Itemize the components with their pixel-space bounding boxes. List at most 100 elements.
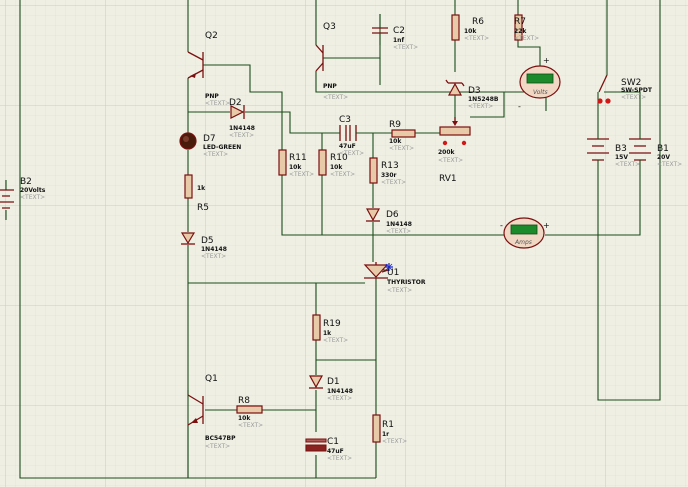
r10-value: 10k bbox=[330, 164, 343, 171]
r1-text-placeholder: <TEXT> bbox=[382, 438, 407, 445]
b3-text-placeholder: <TEXT> bbox=[615, 161, 640, 168]
r9-ref: R9 bbox=[389, 120, 401, 130]
c2-value: 1nf bbox=[393, 37, 404, 44]
r5-resistor[interactable] bbox=[184, 174, 193, 199]
c1-capacitor[interactable] bbox=[305, 438, 327, 452]
c3-text-placeholder: <TEXT> bbox=[339, 150, 364, 157]
r7-text-placeholder: <TEXT> bbox=[514, 35, 539, 42]
r1-value: 1r bbox=[382, 431, 389, 438]
q1-transistor[interactable] bbox=[187, 394, 204, 426]
r8-ref: R8 bbox=[238, 396, 250, 406]
r6-text-placeholder: <TEXT> bbox=[464, 35, 489, 42]
q2-transistor[interactable] bbox=[187, 51, 204, 79]
d7-led[interactable] bbox=[179, 132, 197, 150]
rv1-potentiometer[interactable] bbox=[439, 117, 471, 146]
r8-resistor[interactable] bbox=[236, 405, 263, 414]
q3-transistor[interactable] bbox=[315, 44, 324, 72]
b3-ref: B3 bbox=[615, 144, 627, 154]
r19-text-placeholder: <TEXT> bbox=[323, 337, 348, 344]
q3-text-placeholder: <TEXT> bbox=[323, 94, 348, 101]
voltmeter-plus-sign: + bbox=[543, 56, 550, 65]
r11-text-placeholder: <TEXT> bbox=[289, 171, 314, 178]
component-labels: Q2 PNP <TEXT> Q3 PNP <TEXT> C2 1nf <TEXT… bbox=[20, 17, 682, 462]
r10-ref: R10 bbox=[330, 153, 348, 163]
r10-resistor[interactable] bbox=[318, 149, 327, 176]
d7-value: LED-GREEN bbox=[203, 144, 241, 151]
r8-value: 10k bbox=[238, 415, 251, 422]
r19-value: 1k bbox=[323, 330, 332, 337]
d5-value: 1N4148 bbox=[201, 246, 227, 253]
c2-capacitor[interactable] bbox=[372, 14, 388, 45]
b2-battery[interactable] bbox=[0, 189, 14, 209]
d5-diode[interactable] bbox=[180, 232, 196, 245]
d5-ref: D5 bbox=[201, 236, 214, 246]
r11-value: 10k bbox=[289, 164, 302, 171]
q1-value: BC547BP bbox=[205, 435, 236, 442]
b2-value: 20Volts bbox=[20, 187, 46, 194]
d2-diode[interactable] bbox=[230, 105, 245, 119]
u1-thyristor[interactable] bbox=[363, 262, 389, 279]
voltmeter[interactable]: Volts + - bbox=[518, 56, 561, 111]
r9-value: 10k bbox=[389, 138, 402, 145]
b2-ref: B2 bbox=[20, 177, 32, 187]
d1-value: 1N4148 bbox=[327, 388, 353, 395]
rv1-ref: RV1 bbox=[439, 174, 457, 184]
d3-value: 1N5248B bbox=[468, 96, 499, 103]
u1-ref: U1 bbox=[387, 268, 399, 278]
r11-resistor[interactable] bbox=[278, 149, 287, 176]
c3-value: 47uF bbox=[339, 143, 356, 150]
q2-text-placeholder: <TEXT> bbox=[205, 100, 230, 107]
d6-text-placeholder: <TEXT> bbox=[386, 228, 411, 235]
b3-battery[interactable] bbox=[587, 137, 609, 180]
sw2-switch[interactable] bbox=[597, 74, 611, 104]
q2-value: PNP bbox=[205, 93, 219, 100]
q3-value: PNP bbox=[323, 83, 337, 90]
b1-battery[interactable] bbox=[629, 137, 651, 180]
d7-text-placeholder: <TEXT> bbox=[203, 151, 228, 158]
r19-resistor[interactable] bbox=[312, 314, 321, 341]
r13-resistor[interactable] bbox=[369, 157, 378, 184]
r7-resistor[interactable] bbox=[514, 14, 523, 41]
c3-ref: C3 bbox=[339, 115, 351, 125]
d7-ref: D7 bbox=[203, 134, 216, 144]
q2-ref: Q2 bbox=[205, 31, 218, 41]
d1-text-placeholder: <TEXT> bbox=[327, 395, 352, 402]
r5-value: 1k bbox=[197, 185, 206, 192]
r5-ref: R5 bbox=[197, 203, 209, 213]
rv1-text-placeholder: <TEXT> bbox=[438, 157, 463, 164]
r13-ref: R13 bbox=[381, 161, 399, 171]
d6-ref: D6 bbox=[386, 210, 399, 220]
c2-text-placeholder: <TEXT> bbox=[393, 44, 418, 51]
r19-ref: R19 bbox=[323, 319, 341, 329]
r6-resistor[interactable] bbox=[451, 14, 460, 41]
q3-ref: Q3 bbox=[323, 22, 336, 32]
c3-capacitor[interactable] bbox=[338, 125, 357, 141]
voltmeter-minus-sign: - bbox=[518, 102, 521, 111]
u1-value: THYRISTOR bbox=[387, 279, 426, 286]
d2-ref: D2 bbox=[229, 98, 242, 108]
r8-text-placeholder: <TEXT> bbox=[238, 422, 263, 429]
r1-resistor[interactable] bbox=[372, 414, 381, 443]
u1-text-placeholder: <TEXT> bbox=[387, 287, 412, 294]
d1-diode[interactable] bbox=[308, 375, 324, 389]
ammeter[interactable]: Amps + - bbox=[500, 217, 550, 249]
r9-resistor[interactable] bbox=[391, 129, 416, 138]
d6-value: 1N4148 bbox=[386, 221, 412, 228]
d6-diode[interactable] bbox=[365, 208, 381, 222]
d3-diode[interactable] bbox=[445, 79, 465, 96]
q1-ref: Q1 bbox=[205, 374, 218, 384]
d2-value: 1N4148 bbox=[229, 125, 255, 132]
voltmeter-unit-label: Volts bbox=[533, 89, 548, 96]
probe-marker-icon[interactable] bbox=[385, 263, 393, 271]
r7-ref: R7 bbox=[514, 17, 526, 27]
c2-ref: C2 bbox=[393, 26, 405, 36]
r6-ref: R6 bbox=[472, 17, 484, 27]
d3-ref: D3 bbox=[468, 86, 481, 96]
b1-ref: B1 bbox=[657, 144, 669, 154]
d1-ref: D1 bbox=[327, 377, 340, 387]
c1-value: 47uF bbox=[327, 448, 344, 455]
sw2-text-placeholder: <TEXT> bbox=[621, 94, 646, 101]
r7-value: 22k bbox=[514, 28, 527, 35]
